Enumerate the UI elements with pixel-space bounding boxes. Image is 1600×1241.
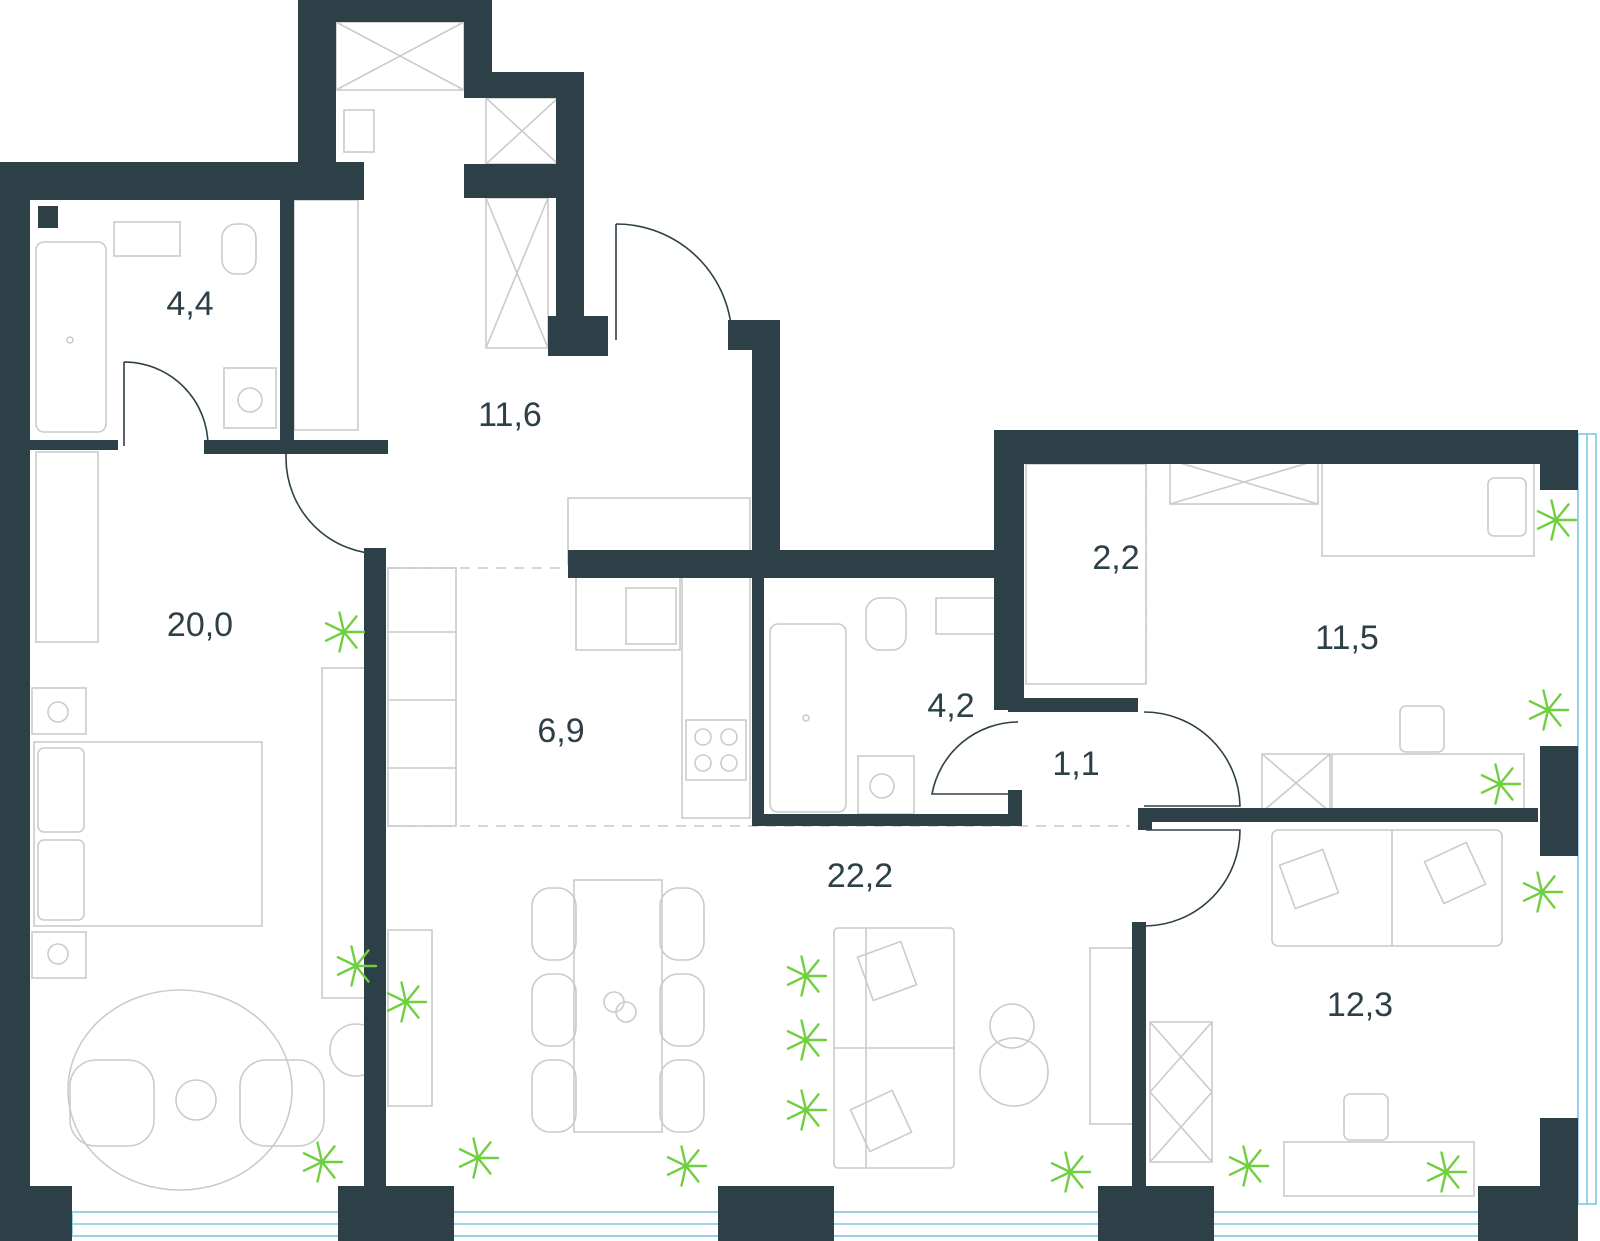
area-label-bedroom-right-top: 11,5 [1315, 619, 1379, 657]
drain-icon [66, 336, 74, 344]
chair-icon [531, 1059, 577, 1133]
plant-icon [458, 1137, 500, 1179]
plant-icon [786, 955, 828, 997]
toilet-icon [221, 223, 257, 275]
chair-icon [1399, 705, 1445, 753]
floor-lamp-icon [989, 1003, 1035, 1049]
area-label-bedroom-master: 20,0 [167, 606, 233, 644]
tv-cabinet-icon [387, 929, 433, 1107]
wardrobe-icon [35, 451, 99, 643]
doors [123, 223, 1241, 927]
nightstand-icon [31, 931, 87, 979]
double-bed-icon [33, 741, 263, 927]
bathtub-icon [769, 623, 847, 813]
armchair-icon [239, 1059, 325, 1147]
plant-icon [1536, 499, 1578, 541]
plant-icon [1228, 1145, 1270, 1187]
plant-icon [786, 1019, 828, 1061]
coffee-table-icon [979, 1037, 1049, 1107]
chair-icon [659, 1059, 705, 1133]
chair-icon [1343, 1093, 1389, 1141]
chair-icon [659, 973, 705, 1047]
armchair-icon [69, 1059, 155, 1147]
area-label-bathroom-middle: 4,2 [927, 687, 974, 725]
storage-box-icon [1149, 1021, 1213, 1163]
tv-cabinet-icon [1089, 947, 1135, 1125]
door-swing-icon [931, 721, 1019, 795]
door-swing-icon [615, 223, 733, 341]
nightstand-icon [31, 687, 87, 735]
rug-icon [67, 989, 293, 1191]
plant-icon [386, 981, 428, 1023]
door-swing-icon [285, 452, 383, 555]
plant-icon [1480, 763, 1522, 805]
plant-icon [1426, 1151, 1468, 1193]
single-bed-icon [1321, 459, 1535, 557]
plant-icon [666, 1145, 708, 1187]
area-label-hallway: 11,6 [478, 396, 542, 434]
door-swing-icon [1143, 711, 1241, 807]
area-label-living-room: 22,2 [827, 857, 893, 895]
plant-icon [786, 1089, 828, 1131]
door-swing-icon [123, 361, 209, 447]
washing-machine-icon [223, 367, 277, 429]
plant-icon [336, 945, 378, 987]
kitchen-sink-icon [575, 575, 681, 651]
kitchen-counter-icon [681, 575, 751, 819]
plant-icon [1528, 689, 1570, 731]
plant-icon [1522, 871, 1564, 913]
kitchen-counter-icon [387, 567, 457, 827]
sink-icon [935, 597, 1003, 635]
plants [302, 499, 1578, 1193]
area-label-closet: 2,2 [1092, 539, 1139, 577]
chair-icon [531, 973, 577, 1047]
plant-icon [1050, 1151, 1092, 1193]
sink-icon [113, 221, 181, 257]
bathtub-icon [35, 241, 107, 433]
area-label-kitchen: 6,9 [537, 712, 584, 750]
area-label-corridor: 1,1 [1052, 745, 1099, 783]
plant-icon [302, 1141, 344, 1183]
area-label-bedroom-right-bottom: 12,3 [1327, 986, 1393, 1024]
door-swing-icon [1145, 829, 1241, 927]
desk-icon [1283, 1141, 1475, 1197]
washing-machine-icon [857, 755, 915, 815]
area-label-bathroom-left: 4,4 [166, 285, 213, 323]
radiator-icon [343, 109, 375, 153]
cooktop-icon [685, 719, 747, 781]
tv-cabinet-icon [321, 667, 369, 999]
chair-icon [531, 887, 577, 961]
room-labels: 4,4 11,6 20,0 6,9 4,2 2,2 11,5 1,1 22,2 … [166, 285, 1393, 1024]
wardrobe-icon [293, 199, 359, 431]
sofa-icon [1271, 829, 1503, 947]
chair-icon [659, 887, 705, 961]
plant-icon [324, 611, 366, 653]
toilet-icon [865, 597, 907, 651]
coffee-table-icon [175, 1079, 217, 1121]
